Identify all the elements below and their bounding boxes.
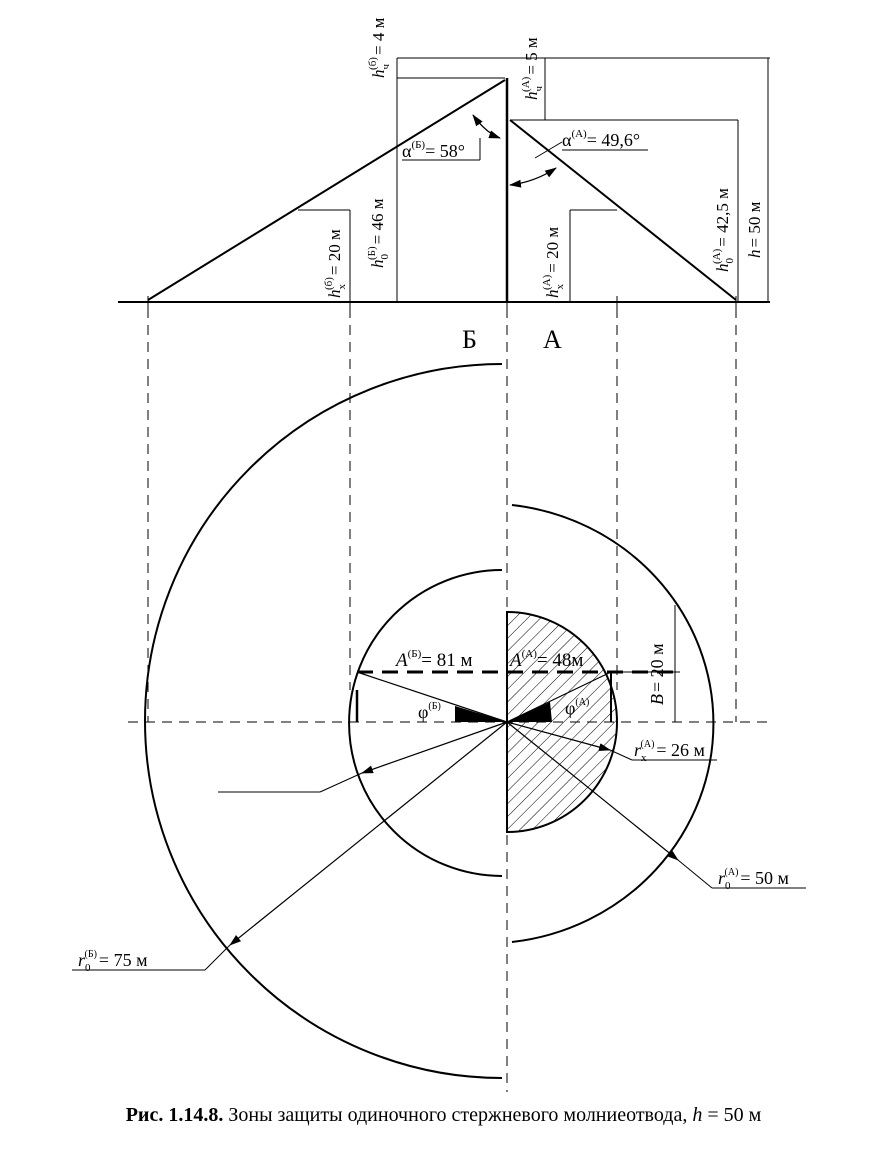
zone-a-hatched-area bbox=[506, 610, 618, 834]
plan-labels: A(Б)= 81 м A(А)= 48м B= 20 м φ(Б) φ(А) r… bbox=[78, 643, 789, 974]
zone-b-cone-edge bbox=[147, 79, 506, 301]
label-h0-b: h0(Б)= 46 м bbox=[366, 198, 391, 268]
label-h-total: h= 50 м bbox=[745, 201, 764, 258]
plan-view bbox=[72, 363, 806, 1079]
label-phi-a: φ(А) bbox=[565, 697, 589, 718]
caption-number: Рис. 1.14.8. bbox=[125, 1104, 224, 1126]
label-alpha-a: α(А)= 49,6° bbox=[562, 128, 640, 150]
label-h-eff-a: hч(А)= 5 м bbox=[520, 37, 545, 100]
label-r0-b: r0(Б)= 75 м bbox=[78, 949, 147, 974]
protection-zone-drawing: hч(б)= 4 м hч(А)= 5 м h0(Б)= 46 м hx(б)=… bbox=[72, 17, 806, 1092]
radius-r0-b bbox=[229, 721, 508, 946]
label-h0-a: h0(А)= 42,5 м bbox=[711, 188, 736, 272]
label-hx-b: hx(б)= 20 м bbox=[323, 229, 348, 298]
caption-value: = 50 м bbox=[707, 1104, 762, 1126]
label-B-width: B= 20 м bbox=[647, 643, 667, 705]
alpha-a-arc bbox=[509, 167, 557, 188]
phi-a-wedge bbox=[507, 702, 552, 722]
label-phi-b: φ(Б) bbox=[418, 701, 441, 722]
label-A-a: A(А)= 48м bbox=[508, 648, 583, 671]
figure-caption: Рис. 1.14.8. Зоны защиты одиночного стер… bbox=[0, 1104, 887, 1127]
projection-lines bbox=[128, 308, 770, 1092]
zone-a-outer-circle bbox=[511, 504, 715, 943]
label-r0-a: r0(А)= 50 м bbox=[718, 867, 789, 892]
zone-b-outer-circle bbox=[144, 363, 503, 1079]
elevation-view bbox=[118, 57, 770, 308]
section-label-a: А bbox=[543, 325, 562, 354]
label-rx-a: rx(А)= 26 м bbox=[634, 739, 705, 764]
phi-b-wedge bbox=[455, 706, 507, 722]
elevation-labels: hч(б)= 4 м hч(А)= 5 м h0(Б)= 46 м hx(б)=… bbox=[323, 17, 764, 354]
section-label-b: Б bbox=[462, 325, 477, 354]
label-h-eff-b: hч(б)= 4 м bbox=[367, 17, 392, 78]
radius-rx-b bbox=[361, 721, 508, 774]
caption-text: Зоны защиты одиночного стержневого молни… bbox=[228, 1104, 688, 1126]
radius-rx-a bbox=[506, 721, 611, 751]
label-alpha-b: α(Б)= 58° bbox=[402, 139, 465, 161]
label-hx-a: hx(А)= 20 м bbox=[541, 227, 566, 298]
zone-b-rx-circle bbox=[348, 569, 503, 877]
caption-symbol: h bbox=[692, 1104, 703, 1126]
radius-r0-a bbox=[506, 721, 679, 861]
label-A-b: A(Б)= 81 м bbox=[394, 648, 473, 671]
alpha-b-arc bbox=[472, 114, 501, 139]
